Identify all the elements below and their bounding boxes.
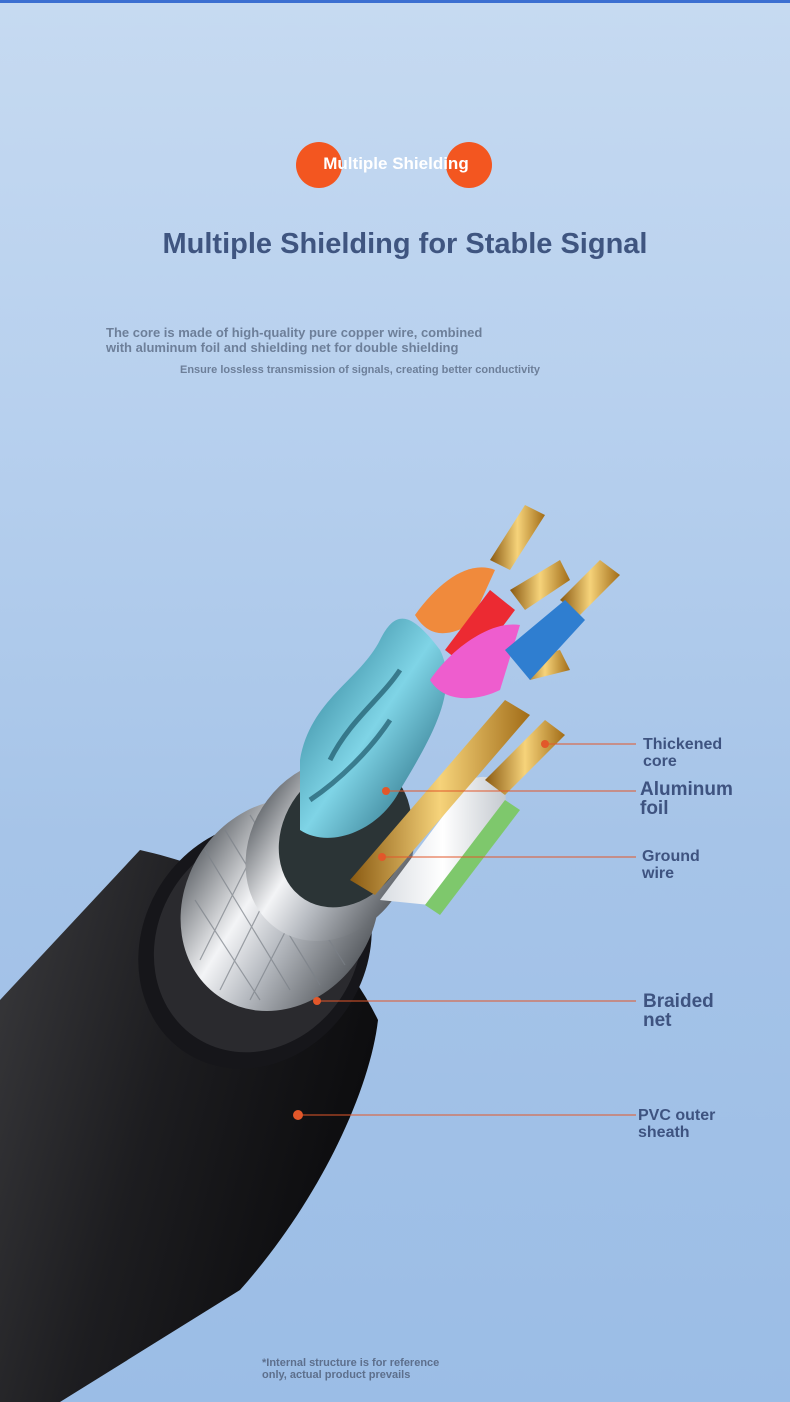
top-accent-line (0, 0, 790, 3)
page-title: Multiple Shielding for Stable Signal (162, 228, 648, 260)
reference-disclaimer: *Internal structure is for reference onl… (262, 1357, 440, 1381)
callout-braided-net: Braided net (643, 991, 714, 1031)
callout-ground-wire: Ground wire (642, 848, 700, 882)
badge-dot-right (446, 142, 492, 188)
section-badge: Multiple Shielding (296, 142, 496, 190)
badge-dot-left (296, 142, 342, 188)
callout-leader-lines (298, 743, 636, 1116)
badge-label: Multiple Shielding (323, 154, 469, 173)
callout-aluminum-foil: Aluminum foil (640, 779, 733, 819)
description-text: The core is made of high-quality pure co… (106, 325, 483, 355)
twisted-foil-shield (300, 618, 447, 838)
callout-thickened-core: Thickened core (643, 736, 723, 770)
callout-dots (293, 740, 549, 1120)
description-tagline: Ensure lossless transmission of signals,… (180, 364, 541, 376)
copper-conductors (350, 505, 620, 895)
callout-pvc-outer-sheath: PVC outer sheath (638, 1107, 716, 1141)
colored-wire-insulation (415, 567, 585, 699)
